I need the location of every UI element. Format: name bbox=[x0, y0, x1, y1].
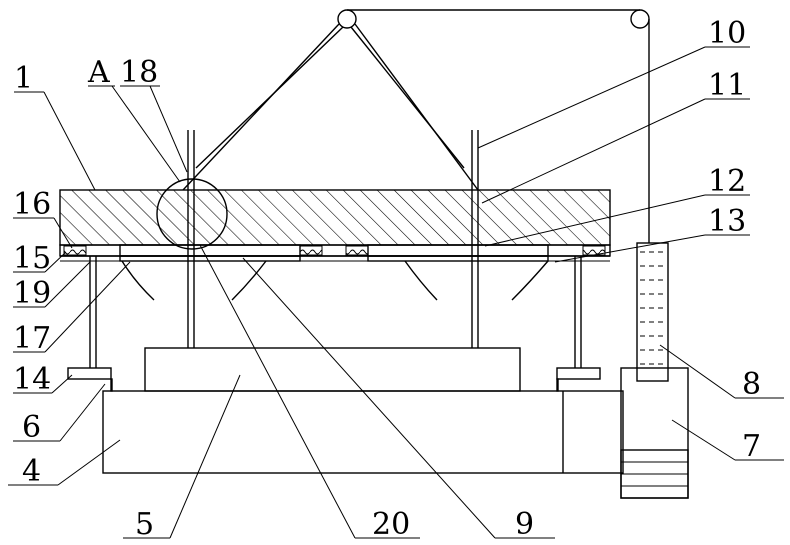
label-13: 13 bbox=[708, 204, 746, 239]
label-19: 19 bbox=[13, 276, 51, 311]
clamp-hooks bbox=[122, 261, 548, 300]
raised-block bbox=[145, 348, 520, 391]
label-16: 16 bbox=[13, 187, 51, 222]
hatched-plate bbox=[60, 190, 610, 245]
clamp-strip bbox=[60, 245, 610, 261]
label-12: 12 bbox=[708, 164, 746, 199]
label-17: 17 bbox=[13, 321, 51, 356]
label-11: 11 bbox=[708, 68, 746, 103]
label-8: 8 bbox=[742, 367, 761, 402]
label-15: 15 bbox=[13, 241, 51, 276]
label-7: 7 bbox=[742, 429, 761, 464]
label-6: 6 bbox=[22, 410, 41, 445]
base-body bbox=[103, 391, 623, 473]
support-legs bbox=[90, 256, 581, 368]
label-1: 1 bbox=[14, 61, 33, 96]
label-20: 20 bbox=[372, 507, 410, 542]
label-10: 10 bbox=[708, 16, 746, 51]
label-4: 4 bbox=[22, 454, 41, 489]
label-14: 14 bbox=[13, 362, 51, 397]
label-A: A bbox=[87, 55, 110, 90]
label-9: 9 bbox=[515, 507, 534, 542]
label-18: 18 bbox=[120, 55, 158, 90]
label-5: 5 bbox=[135, 507, 154, 542]
motor-housing bbox=[621, 368, 688, 498]
telescopic-rod bbox=[637, 243, 668, 381]
